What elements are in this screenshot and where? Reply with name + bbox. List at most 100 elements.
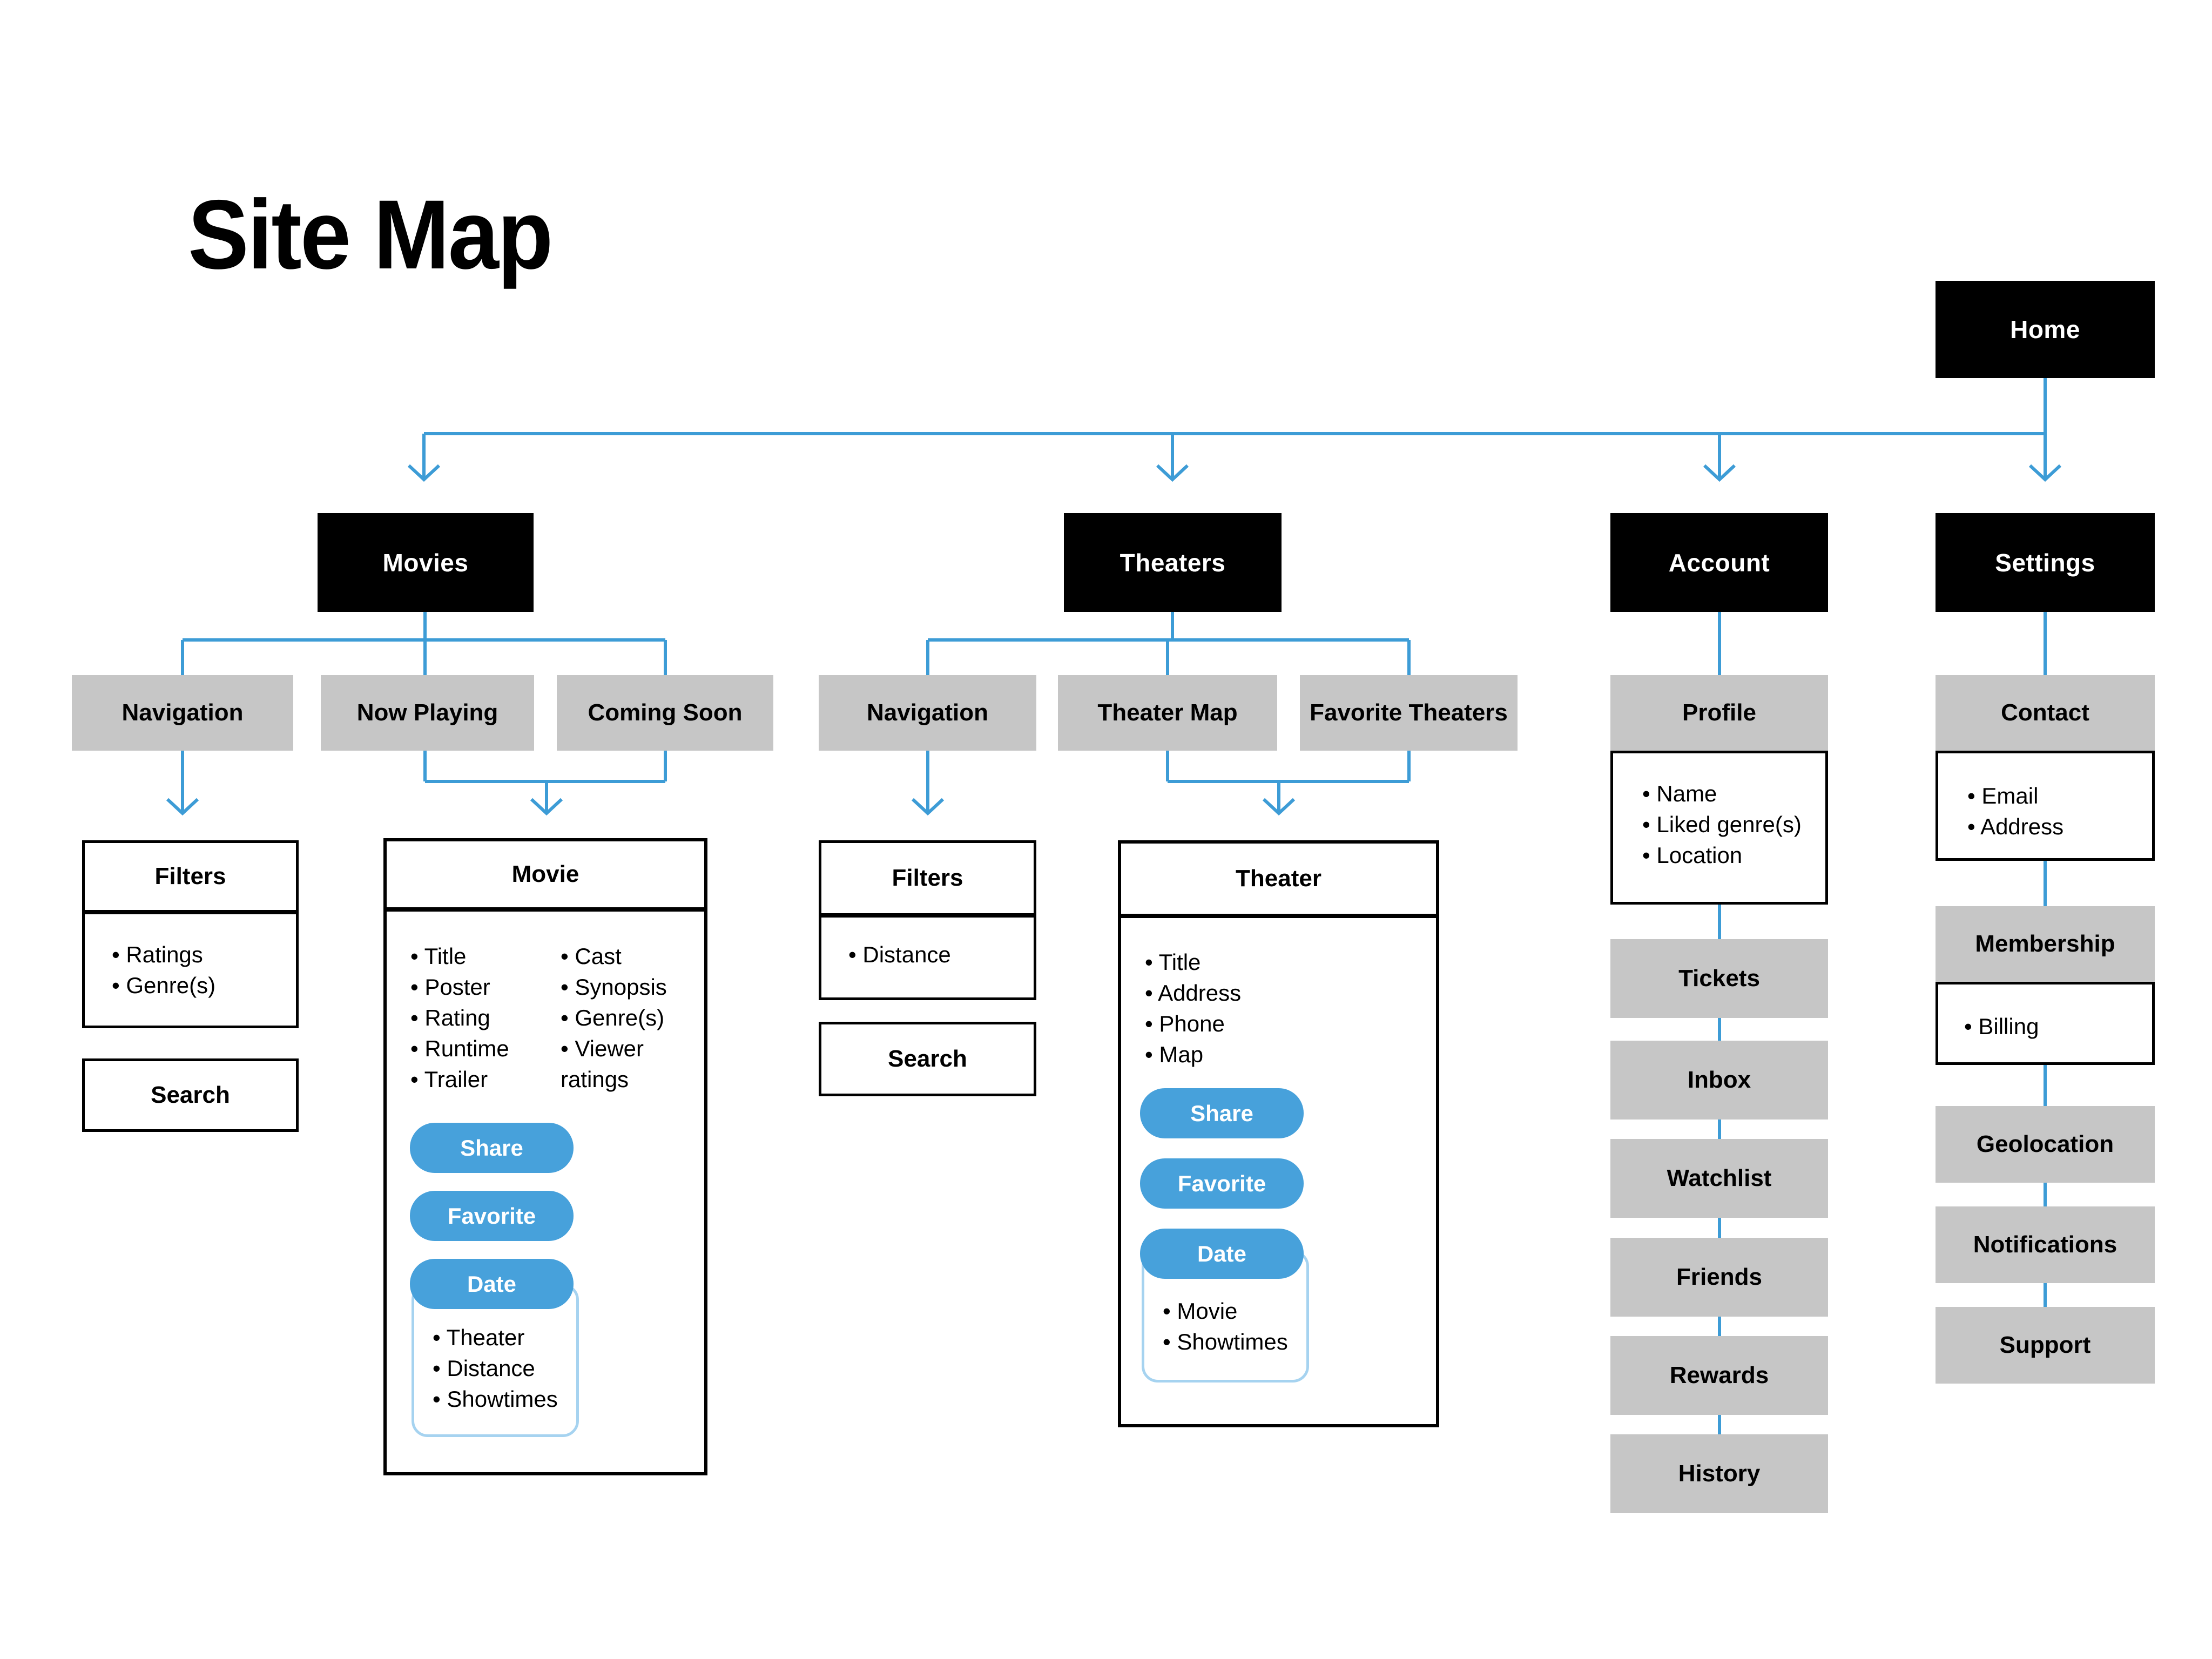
node-profile: Profile (1610, 675, 1828, 751)
node-watchlist: Watchlist (1610, 1139, 1828, 1218)
node-contact-label: Contact (2001, 699, 2089, 726)
theaters-search-label: Search (888, 1046, 967, 1072)
node-theaters: Theaters (1064, 513, 1282, 612)
node-movies: Movies (318, 513, 534, 612)
list-item: Location (1642, 840, 1815, 871)
profile-details-box: Name Liked genre(s) Location (1610, 751, 1828, 905)
list-item: Theater (433, 1322, 571, 1353)
list-item: Liked genre(s) (1642, 809, 1815, 840)
movie-favorite-label: Favorite (447, 1203, 536, 1229)
list-item: Address (1967, 811, 2141, 842)
theater-share-button: Share (1140, 1088, 1304, 1138)
movie-card-title: Movie (387, 841, 704, 912)
node-theater-map-label: Theater Map (1097, 699, 1238, 726)
movies-filters-box: Filters Ratings Genre(s) (82, 840, 299, 1028)
movie-date-group: Theater Distance Showtimes (412, 1284, 579, 1437)
list-item: Title (1145, 947, 1415, 977)
list-item: Trailer (410, 1064, 561, 1095)
node-inbox: Inbox (1610, 1041, 1828, 1120)
movie-share-button: Share (410, 1123, 574, 1173)
node-settings: Settings (1936, 513, 2155, 612)
list-item: Showtimes (433, 1384, 571, 1414)
node-inbox-label: Inbox (1687, 1067, 1751, 1093)
list-item: Name (1642, 778, 1815, 809)
node-history-label: History (1678, 1460, 1761, 1487)
node-theaters-label: Theaters (1120, 548, 1226, 577)
theaters-filters-title: Filters (821, 843, 1034, 918)
node-profile-label: Profile (1682, 699, 1756, 726)
list-item: ratings (561, 1067, 629, 1092)
node-account: Account (1610, 513, 1828, 612)
node-theater-map: Theater Map (1058, 675, 1277, 751)
node-geolocation-label: Geolocation (1976, 1131, 2114, 1157)
page-title: Site Map (188, 179, 553, 289)
theater-date-label: Date (1197, 1240, 1247, 1266)
list-item: Distance (433, 1353, 571, 1384)
node-rewards-label: Rewards (1669, 1362, 1769, 1388)
movie-share-label: Share (460, 1135, 523, 1161)
movies-search-label: Search (151, 1082, 230, 1108)
theaters-filters-list: Distance (821, 918, 1034, 970)
movie-date-button: Date (410, 1259, 574, 1309)
theaters-search-box: Search (819, 1022, 1036, 1096)
theater-card-details: Title Address Phone Map (1145, 947, 1415, 1070)
node-membership-label: Membership (1975, 930, 2115, 957)
list-item: Genre(s) (112, 970, 285, 1001)
list-item: Viewer (561, 1033, 690, 1064)
node-settings-label: Settings (1995, 548, 2095, 577)
node-movies-navigation: Navigation (72, 675, 293, 751)
theater-favorite-button: Favorite (1140, 1158, 1304, 1209)
node-theaters-navigation-label: Navigation (867, 699, 988, 726)
list-item: Billing (1964, 1011, 2141, 1042)
node-theaters-navigation: Navigation (819, 675, 1036, 751)
list-item: Distance (848, 939, 1023, 970)
node-notifications-label: Notifications (1973, 1231, 2117, 1258)
node-support-label: Support (1999, 1332, 2091, 1358)
theater-card: Theater Title Address Phone Map Movie Sh… (1118, 840, 1439, 1427)
node-friends: Friends (1610, 1238, 1828, 1317)
theater-card-title: Theater (1121, 844, 1436, 918)
node-favorite-theaters: Favorite Theaters (1300, 675, 1518, 751)
list-item: Runtime (410, 1033, 561, 1064)
node-coming-soon-label: Coming Soon (588, 699, 743, 726)
list-item: Movie (1163, 1296, 1301, 1326)
node-favorite-theaters-label: Favorite Theaters (1310, 699, 1508, 726)
node-tickets-label: Tickets (1678, 965, 1760, 992)
movies-filters-list: Ratings Genre(s) (85, 914, 296, 1001)
list-item: Rating (410, 1002, 561, 1033)
movie-card-details: Title Poster Rating Runtime Trailer Cast… (410, 941, 691, 1095)
contact-details-box: Email Address (1936, 751, 2155, 861)
node-account-label: Account (1668, 548, 1770, 577)
node-home-label: Home (2010, 315, 2080, 343)
list-item: Address (1145, 977, 1415, 1008)
list-item: Ratings (112, 939, 285, 970)
list-item: Phone (1145, 1008, 1415, 1039)
list-item: Title (410, 941, 561, 972)
list-item: Poster (410, 972, 561, 1002)
node-coming-soon: Coming Soon (557, 675, 773, 751)
node-history: History (1610, 1434, 1828, 1513)
list-item: Showtimes (1163, 1326, 1301, 1357)
node-rewards: Rewards (1610, 1336, 1828, 1415)
list-item: Email (1967, 780, 2141, 811)
node-geolocation: Geolocation (1936, 1106, 2155, 1183)
node-movies-label: Movies (382, 548, 469, 577)
movies-filters-title: Filters (85, 843, 296, 914)
node-notifications: Notifications (1936, 1206, 2155, 1283)
movie-date-label: Date (467, 1271, 517, 1297)
node-home: Home (1936, 281, 2155, 378)
list-item: Cast (561, 941, 690, 972)
node-watchlist-label: Watchlist (1667, 1165, 1772, 1191)
node-tickets: Tickets (1610, 939, 1828, 1018)
node-movies-navigation-label: Navigation (122, 699, 244, 726)
node-contact: Contact (1936, 675, 2155, 751)
node-now-playing: Now Playing (321, 675, 534, 751)
theater-favorite-label: Favorite (1177, 1170, 1266, 1196)
node-now-playing-label: Now Playing (356, 699, 498, 726)
list-item: Map (1145, 1039, 1415, 1070)
list-item: Genre(s) (561, 1002, 690, 1033)
node-support: Support (1936, 1307, 2155, 1384)
movie-favorite-button: Favorite (410, 1191, 574, 1241)
theater-date-button: Date (1140, 1229, 1304, 1279)
